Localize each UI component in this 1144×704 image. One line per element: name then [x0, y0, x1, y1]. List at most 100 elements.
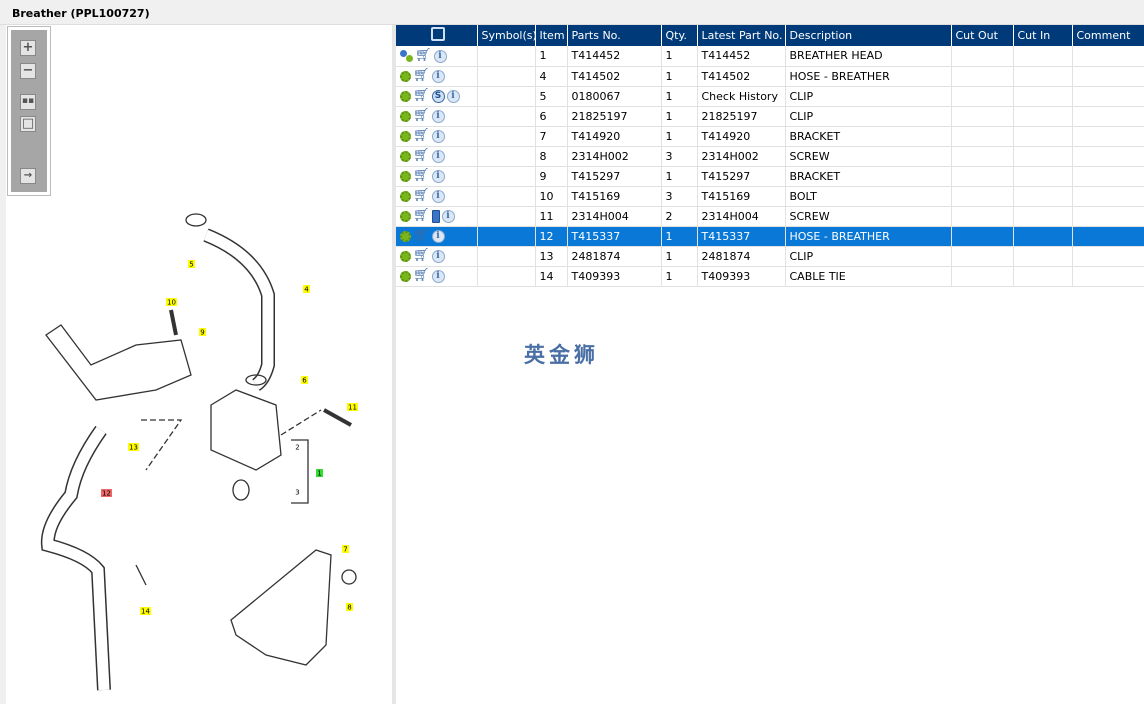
part-icon[interactable] — [400, 170, 411, 182]
column-header[interactable]: Cut In — [1013, 25, 1073, 46]
column-header[interactable]: Item — [535, 25, 568, 46]
desc-cell: BRACKET — [785, 166, 952, 187]
part-icon[interactable] — [400, 70, 411, 82]
callout-label[interactable]: 7 — [343, 546, 347, 554]
info-icon[interactable]: i — [431, 249, 445, 263]
info-icon[interactable]: i — [446, 89, 460, 103]
cart-icon[interactable]: 🛒︎ — [413, 88, 430, 104]
cut-in-cell — [1013, 166, 1073, 187]
callout-12[interactable] — [101, 489, 112, 497]
cart-icon[interactable]: 🛒︎ — [413, 268, 430, 284]
callout-label[interactable]: 13 — [129, 444, 138, 452]
cart-icon[interactable]: 🛒︎ — [415, 48, 432, 63]
book-icon[interactable] — [431, 209, 440, 223]
part-icon[interactable] — [400, 230, 411, 242]
column-header[interactable]: Latest Part No. — [697, 25, 786, 46]
cart-icon[interactable]: 🛒︎ — [413, 228, 430, 244]
callout-5[interactable] — [188, 260, 195, 268]
cart-icon[interactable]: 🛒︎ — [413, 68, 430, 84]
cart-icon[interactable]: 🛒︎ — [413, 208, 430, 224]
export-button[interactable]: → — [20, 168, 36, 184]
callout-2[interactable] — [294, 443, 301, 451]
column-header[interactable]: Description — [785, 25, 952, 46]
part-icon[interactable] — [400, 90, 411, 102]
callout-6[interactable] — [301, 376, 308, 384]
callout-3[interactable] — [294, 488, 301, 496]
callout-label[interactable]: 1 — [317, 470, 321, 478]
info-icon[interactable]: i — [431, 229, 445, 243]
info-icon[interactable]: i — [431, 169, 445, 183]
info-icon[interactable]: i — [441, 209, 455, 223]
part-icon[interactable] — [400, 130, 411, 142]
part-icon[interactable] — [400, 190, 411, 202]
cart-icon[interactable]: 🛒︎ — [413, 248, 430, 264]
callout-4[interactable] — [303, 285, 310, 293]
column-header[interactable]: Comment — [1072, 25, 1144, 46]
pane-splitter[interactable] — [392, 25, 396, 704]
callout-label[interactable]: 5 — [189, 261, 193, 269]
column-header[interactable]: Cut Out — [951, 25, 1014, 46]
part-icon[interactable] — [400, 210, 411, 222]
callout-11[interactable] — [347, 403, 358, 411]
fit-all-button[interactable]: ▪▪ — [20, 94, 36, 110]
info-icon[interactable]: i — [431, 109, 445, 123]
callout-9[interactable] — [199, 328, 206, 336]
row-icons: 🛒︎i — [396, 166, 478, 187]
assembly-icon[interactable] — [400, 50, 413, 62]
supersession-icon[interactable]: S — [431, 89, 445, 103]
cart-icon[interactable]: 🛒︎ — [413, 168, 430, 184]
part-icon[interactable] — [400, 270, 411, 282]
column-search[interactable] — [396, 25, 478, 46]
callout-8[interactable] — [346, 603, 353, 611]
zoom-in-button[interactable]: + — [20, 40, 36, 56]
info-icon[interactable]: i — [431, 129, 445, 143]
callout-label[interactable]: 12 — [102, 490, 111, 498]
callout-1[interactable] — [316, 469, 323, 477]
callout-label[interactable]: 8 — [347, 604, 351, 612]
callout-label[interactable]: 2 — [295, 444, 299, 452]
cart-icon[interactable]: 🛒︎ — [413, 108, 430, 124]
info-icon[interactable]: i — [433, 49, 447, 63]
actual-size-button[interactable]: □ — [20, 116, 36, 132]
column-header[interactable]: Symbol(s) — [477, 25, 537, 46]
info-icon[interactable]: i — [431, 189, 445, 203]
info-icon[interactable]: i — [431, 69, 445, 83]
callout-label[interactable]: 11 — [348, 404, 357, 412]
part-icon[interactable] — [400, 150, 411, 162]
cart-icon[interactable]: 🛒︎ — [413, 188, 430, 204]
callout-label[interactable]: 4 — [304, 286, 309, 294]
callout-label[interactable]: 3 — [295, 489, 299, 497]
item-cell: 13 — [535, 246, 568, 267]
column-header[interactable]: Qty. — [661, 25, 698, 46]
cut-out-cell — [951, 166, 1014, 187]
part-icon[interactable] — [400, 250, 411, 262]
callout-7[interactable] — [342, 545, 349, 553]
info-icon[interactable]: i — [431, 269, 445, 283]
info-icon[interactable]: i — [431, 149, 445, 163]
callout-label[interactable]: 6 — [302, 377, 307, 385]
part-icon[interactable] — [400, 110, 411, 122]
callout-14[interactable] — [140, 607, 151, 615]
callout-label[interactable]: 10 — [167, 299, 176, 307]
callout-label[interactable]: 9 — [200, 329, 204, 337]
column-header[interactable]: Parts No. — [567, 25, 662, 46]
zoom-out-button[interactable]: − — [20, 63, 36, 79]
cart-icon[interactable]: 🛒︎ — [413, 148, 430, 164]
callout-13[interactable] — [128, 443, 139, 451]
callout-10[interactable] — [166, 298, 177, 306]
cart-icon[interactable]: 🛒︎ — [413, 128, 430, 144]
callout-label[interactable]: 14 — [141, 608, 150, 616]
